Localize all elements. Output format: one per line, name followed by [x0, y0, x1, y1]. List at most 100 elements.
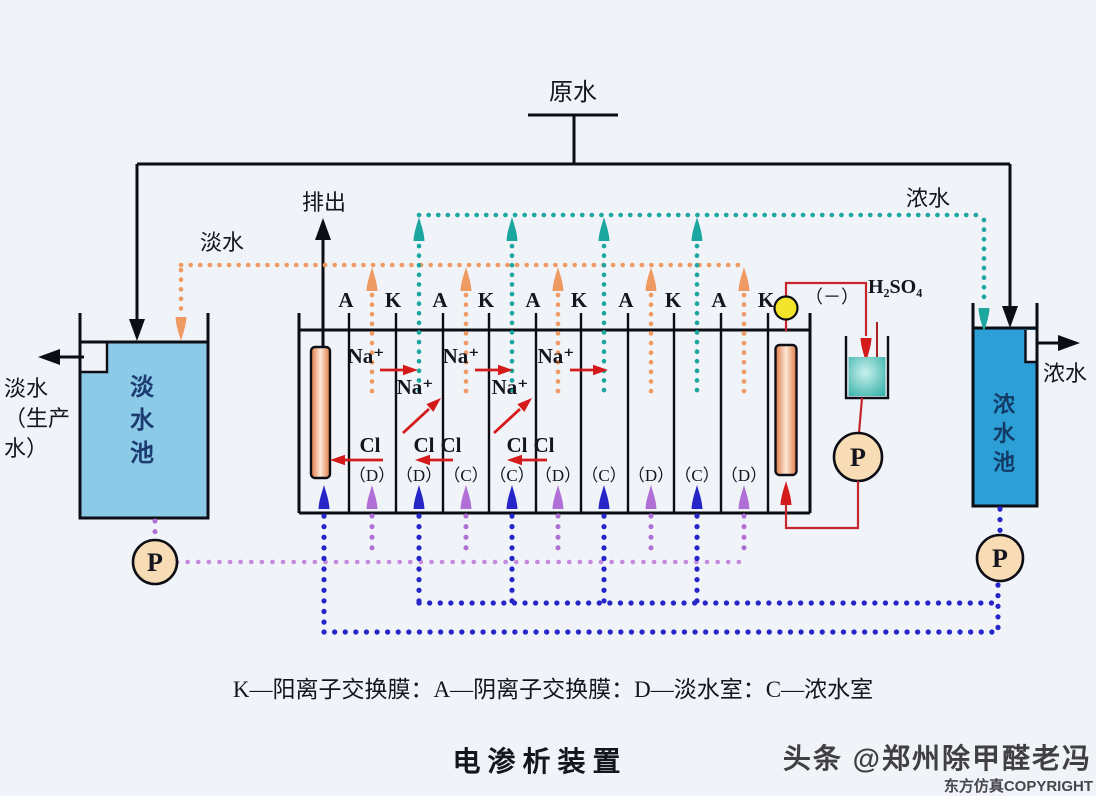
fresh-tank-walls	[78, 313, 210, 520]
purple-arrow-up	[460, 485, 472, 509]
beaker-to-pump-wire	[857, 397, 864, 434]
conc-line-label: 浓水	[906, 186, 950, 211]
labels: 原水 排出 淡水 浓水 淡水 （生产 水） 浓水 淡 水 池 浓 水 池 （－）…	[4, 79, 1093, 795]
fresh-product-label-2: （生产	[4, 406, 70, 431]
cl-ion-label: Cl	[360, 433, 381, 457]
chamber-label: （C）	[674, 466, 719, 485]
electrode-terminal	[773, 295, 799, 321]
chamber-label: （C）	[489, 466, 534, 485]
fresh-out-arrow-left	[38, 349, 60, 365]
fresh-pump-label: P	[147, 548, 163, 577]
blue-arrow-up	[506, 485, 518, 509]
membrane-label: A	[432, 288, 448, 312]
acid-label: H₂SO₄	[868, 276, 922, 298]
conc-out-label: 浓水	[1043, 361, 1087, 386]
right-electrode	[774, 343, 798, 477]
arrow-into-conc-tank	[1002, 306, 1018, 328]
fresh-flow-arrow-up	[738, 267, 750, 291]
chamber-label: （D）	[721, 466, 767, 485]
blue-arrow-up	[318, 485, 330, 509]
membranes	[347, 313, 770, 513]
conc-pump	[975, 533, 1025, 583]
na-ion-label: Na⁺	[492, 375, 529, 399]
chamber-label: （D）	[535, 466, 581, 485]
na-ion-label: Na⁺	[443, 344, 480, 368]
bottom-recirculation	[152, 481, 1003, 635]
fresh-product-label-3: 水）	[4, 436, 48, 461]
conc-tank-name-char: 水	[993, 421, 1016, 446]
na-ion-label: Na⁺	[397, 375, 434, 399]
na-arrow-head-right	[403, 364, 418, 376]
fresh-line-label: 淡水	[200, 230, 244, 255]
conc-tank-name-char: 池	[993, 450, 1015, 475]
fresh-tank-weir-notch	[81, 343, 107, 372]
conc-flow-arrow-up	[598, 217, 610, 241]
acid-beaker	[844, 336, 890, 400]
na-ion-label: Na⁺	[538, 344, 575, 368]
acid-circuit: P	[773, 281, 890, 530]
conc-pump-label: P	[992, 544, 1008, 573]
pump-to-electrode-wire	[784, 481, 860, 530]
purple-arrow-up	[366, 485, 378, 509]
fresh-water-flow	[175, 262, 750, 403]
conc-flow-arrow-up	[413, 217, 425, 241]
membrane-label: A	[711, 288, 727, 312]
chamber-label: （D）	[628, 466, 674, 485]
red-arrow-up-electrode	[780, 481, 792, 505]
cl-ion-label: Cl	[507, 433, 528, 457]
na-ion-label: Na⁺	[348, 344, 385, 368]
na-diagonal-line	[493, 407, 521, 435]
ion-annotations: Na⁺ Na⁺ Na⁺ Na⁺ Na⁺ Cl Cl Cl Cl Cl	[330, 344, 608, 466]
membrane-label: K	[571, 288, 588, 312]
fresh-tank-name-char: 淡	[130, 374, 155, 401]
fresh-pump	[131, 538, 179, 586]
watermark-headline: 头条 @郑州除甲醛老冯	[783, 742, 1092, 774]
membrane-label: A	[525, 288, 541, 312]
conc-flow-arrow-up	[691, 217, 703, 241]
fresh-flow-arrow-up	[645, 267, 657, 291]
blue-arrow-up	[691, 485, 703, 509]
legend-text: K—阳离子交换膜：A—阴离子交换膜：D—淡水室：C—浓水室	[233, 677, 873, 702]
purple-arrow-up	[738, 485, 750, 509]
conc-tank-weir-outline	[1024, 330, 1037, 364]
blue-arrow-up	[598, 485, 610, 509]
watermark-copyright: 东方仿真COPYRIGHT	[944, 777, 1093, 795]
fresh-flow-arrow-up	[552, 267, 564, 291]
membrane-label: K	[758, 288, 775, 312]
conc-tank-walls	[971, 303, 1039, 508]
membrane-label: A	[338, 288, 354, 312]
conc-flow-arrow-up	[506, 217, 518, 241]
membrane-label: K	[385, 288, 402, 312]
blue-arrow-up	[413, 485, 425, 509]
cl-arrow-head-left	[330, 454, 345, 466]
concentrated-water-tank	[971, 303, 1080, 508]
purple-arrow-up	[552, 485, 564, 509]
conc-out-arrow-right	[1058, 335, 1080, 351]
fresh-tank-name-char: 池	[130, 440, 154, 467]
negative-terminal-label: （－）	[805, 287, 859, 307]
diagram-title: 电渗析装置	[452, 745, 627, 778]
pumps: P P	[131, 533, 1025, 586]
electrode-wire	[784, 281, 868, 336]
discharge-label: 排出	[302, 190, 346, 215]
discharge-arrow-up	[315, 218, 331, 240]
na-arrow-head-right	[498, 364, 513, 376]
arrow-into-fresh-tank	[129, 319, 145, 341]
fresh-flow-arrow-up	[460, 267, 472, 291]
acid-liquid	[848, 357, 886, 396]
membrane-label: K	[665, 288, 682, 312]
cl-ion-label: Cl	[534, 433, 555, 457]
fresh-tank-name-char: 水	[130, 407, 155, 434]
conc-tank-name-char: 浓	[993, 392, 1016, 417]
membrane-label: K	[478, 288, 495, 312]
chamber-label: （C）	[581, 466, 626, 485]
chamber-label: （D）	[396, 466, 442, 485]
cl-ion-label: Cl	[441, 433, 462, 457]
na-arrow-head-right	[593, 364, 608, 376]
fresh-tank-weir-outline	[80, 342, 109, 374]
na-diagonal-line	[402, 407, 430, 435]
raw-water-label: 原水	[549, 79, 597, 106]
fresh-product-label-1: 淡水	[4, 376, 48, 401]
